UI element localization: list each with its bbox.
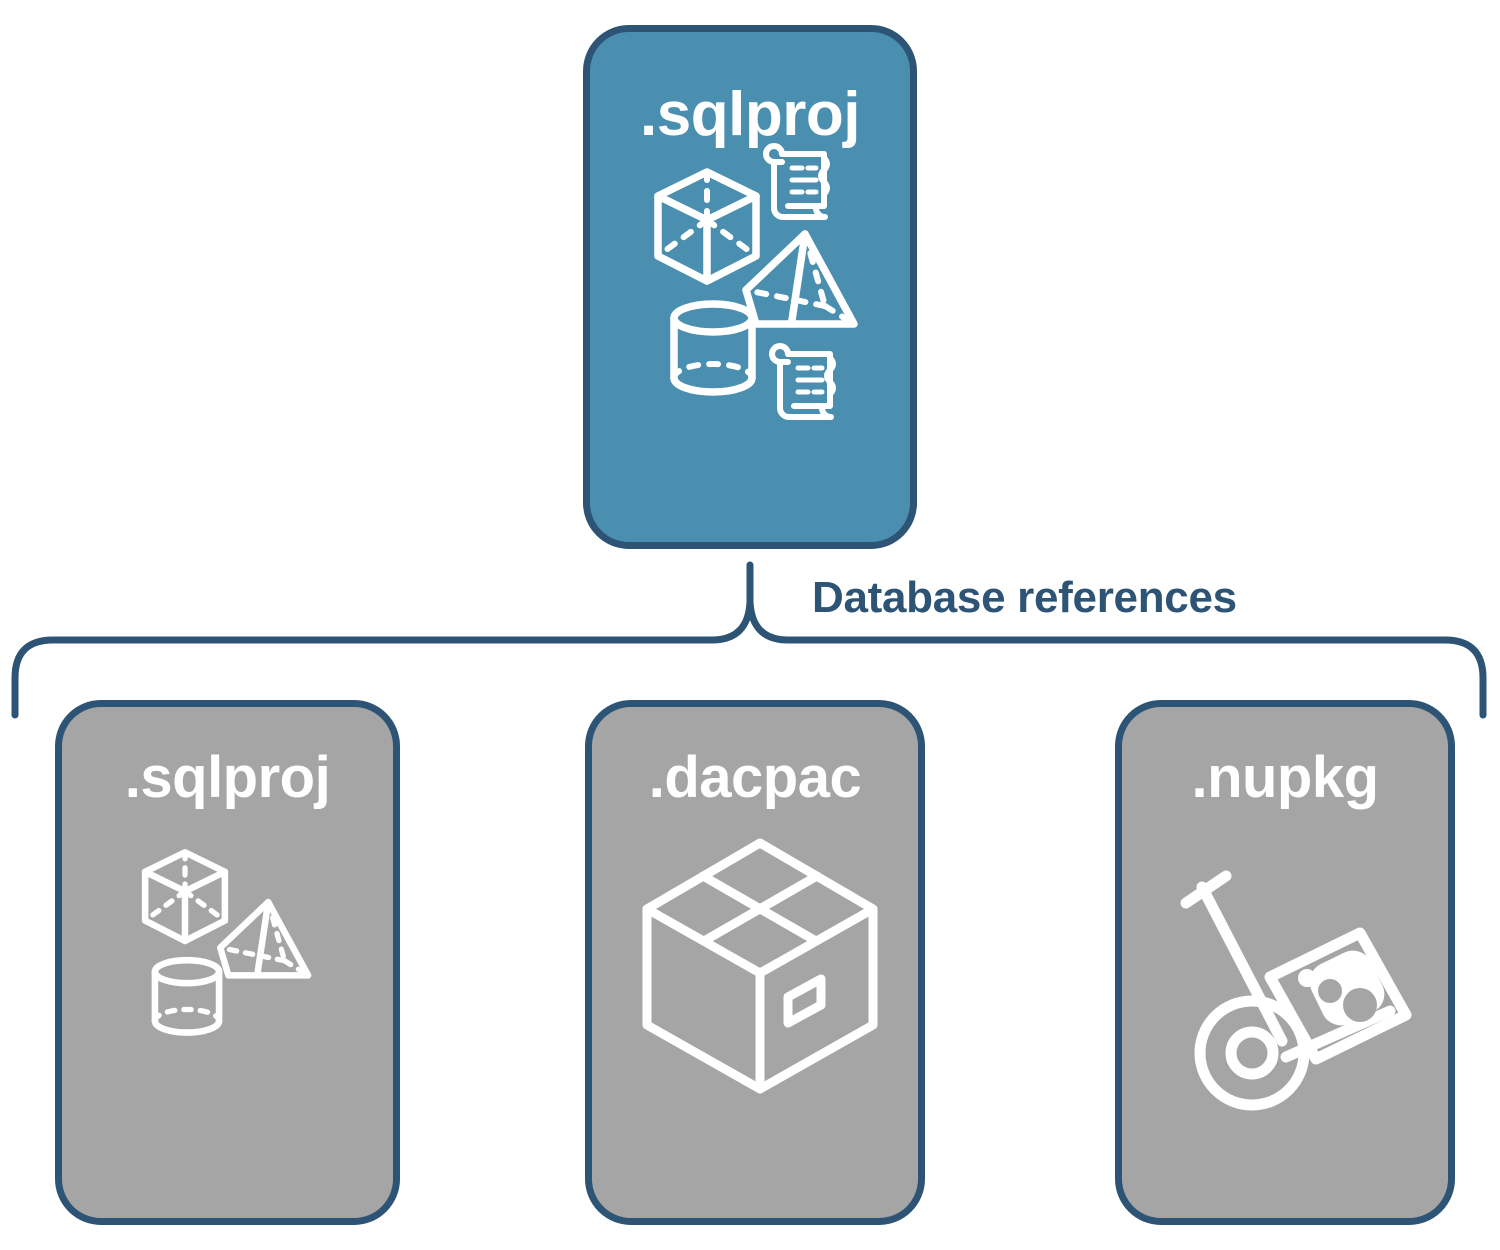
card-ref-nupkg[interactable]: .nupkg: [1115, 700, 1455, 1225]
cube-icon: [654, 168, 760, 285]
root-card-artwork: [590, 143, 910, 542]
scroll-icon: [763, 143, 830, 220]
card-ref-sqlproj[interactable]: .sqlproj: [55, 700, 400, 1225]
dacpac-card-artwork: [592, 807, 918, 1218]
card-ref-dacpac[interactable]: .dacpac: [585, 700, 925, 1225]
card-title-ref-1: .dacpac: [648, 745, 862, 810]
card-title-ref-0: .sqlproj: [124, 745, 331, 810]
hand-truck-package-icon: [1180, 870, 1412, 1111]
package-box-icon: [642, 838, 878, 1094]
card-root-sqlproj[interactable]: .sqlproj: [583, 25, 917, 549]
connector-label-database-references: Database references: [812, 573, 1237, 622]
pyramid-icon: [742, 230, 858, 328]
cylinder-icon: [670, 300, 756, 396]
sqlproj-card-artwork: [62, 807, 393, 1218]
scroll-icon: [769, 343, 836, 420]
card-title-ref-2: .nupkg: [1191, 745, 1379, 810]
pyramid-icon: [217, 898, 312, 979]
cube-icon: [141, 849, 229, 945]
cylinder-icon: [151, 956, 223, 1036]
card-title-root: .sqlproj: [640, 80, 860, 149]
nupkg-card-artwork: [1122, 807, 1448, 1218]
